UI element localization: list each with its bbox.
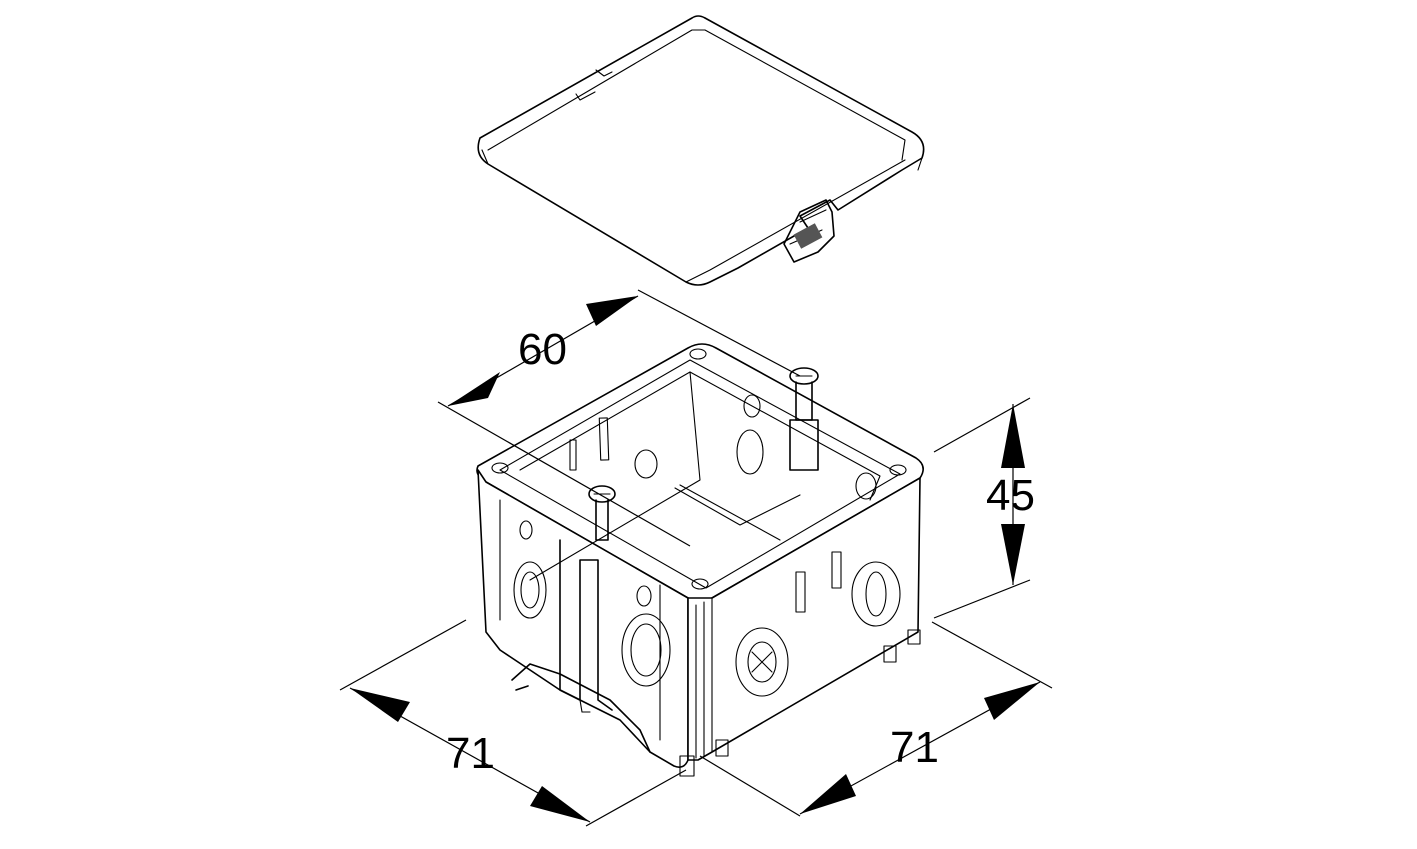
dimension-label-71-left: 71 xyxy=(446,729,495,778)
lid xyxy=(477,15,925,286)
arrow-head xyxy=(350,688,410,722)
screw xyxy=(789,367,819,471)
dimension-height: 45 xyxy=(933,397,1035,619)
arrow-head xyxy=(1001,524,1025,585)
dimension-base-right: 71 xyxy=(699,621,1053,817)
arrow-head xyxy=(586,296,638,326)
dimension-label-45: 45 xyxy=(986,471,1035,520)
dimension-base-left: 71 xyxy=(339,619,687,827)
dimension-label-71-right: 71 xyxy=(890,723,939,772)
dimension-label-60: 60 xyxy=(518,325,567,374)
arrow-head xyxy=(1001,404,1025,468)
dimension-top-width: 60 xyxy=(437,289,801,547)
arrow-head xyxy=(984,682,1040,720)
arrow-head xyxy=(800,774,856,814)
arrow-head xyxy=(530,786,590,822)
box-body xyxy=(476,343,924,777)
screw xyxy=(588,485,616,541)
arrow-head xyxy=(448,372,500,406)
